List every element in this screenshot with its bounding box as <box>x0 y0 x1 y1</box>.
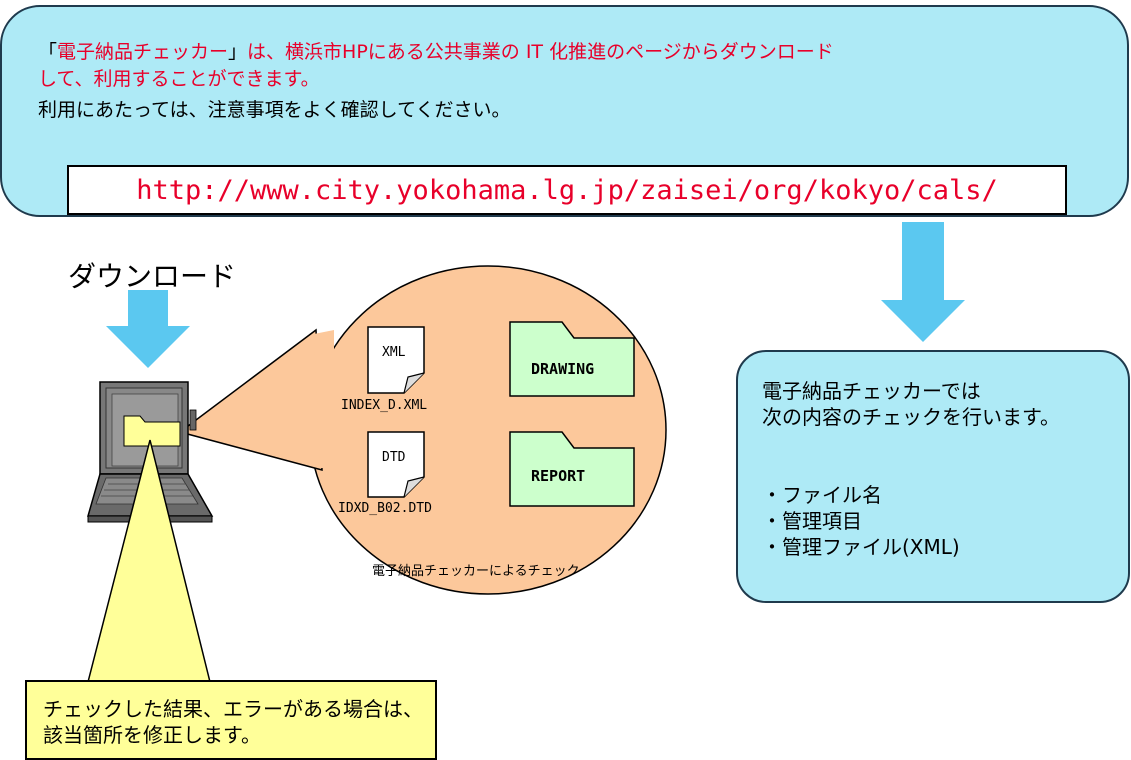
drawing-folder-label: DRAWING <box>531 360 595 378</box>
drawing-folder-icon <box>509 321 635 397</box>
note-line-2: 該当箇所を修正します。 <box>43 723 261 747</box>
check-item-filename: ・ファイル名 <box>762 483 882 507</box>
check-caption: 電子納品チェッカーによるチェック <box>372 564 580 579</box>
dtd-filename: IDXD_B02.DTD <box>338 501 432 516</box>
check-items-box: 電子納品チェッカーでは 次の内容のチェックを行います。 ・ファイル名 ・管理項目… <box>736 350 1130 603</box>
callout-wedge <box>178 328 323 471</box>
top-info-panel: 「電子納品チェッカー」は、横浜市HPにある公共事業の IT 化推進のページからダ… <box>0 5 1129 217</box>
dtd-icon-label: DTD <box>382 450 406 465</box>
download-url-link[interactable]: http://www.city.yokohama.lg.jp/zaisei/or… <box>136 174 998 206</box>
info-line-2: 次の内容のチェックを行います。 <box>762 405 1060 429</box>
check-item-management: ・管理項目 <box>762 509 862 533</box>
xml-filename: INDEX_D.XML <box>341 398 428 413</box>
checker-circle <box>309 265 667 595</box>
checker-name: 電子納品チェッカー <box>57 41 229 63</box>
intro-line-3: 利用にあたっては、注意事項をよく確認してください。 <box>38 99 511 121</box>
laptop-folder-icon <box>123 415 181 447</box>
arrow-down-download <box>106 290 190 368</box>
download-label: ダウンロード <box>68 260 237 293</box>
xml-icon-label: XML <box>382 345 406 360</box>
info-line-1: 電子納品チェッカーでは <box>762 379 981 403</box>
intro-line-2: して、利用することができます。 <box>38 68 320 90</box>
check-item-xml: ・管理ファイル(XML) <box>762 535 960 559</box>
intro-line-1: 「電子納品チェッカー」は、横浜市HPにある公共事業の IT 化推進のページからダ… <box>38 41 834 63</box>
report-folder-icon <box>509 431 635 507</box>
arrow-down-right <box>881 222 965 342</box>
diagram-graphics <box>87 222 965 683</box>
note-line-1: チェックした結果、エラーがある場合は、 <box>43 697 423 721</box>
url-box[interactable]: http://www.city.yokohama.lg.jp/zaisei/or… <box>67 165 1067 215</box>
report-folder-label: REPORT <box>531 467 586 485</box>
error-note-box: チェックした結果、エラーがある場合は、 該当箇所を修正します。 <box>25 680 437 760</box>
